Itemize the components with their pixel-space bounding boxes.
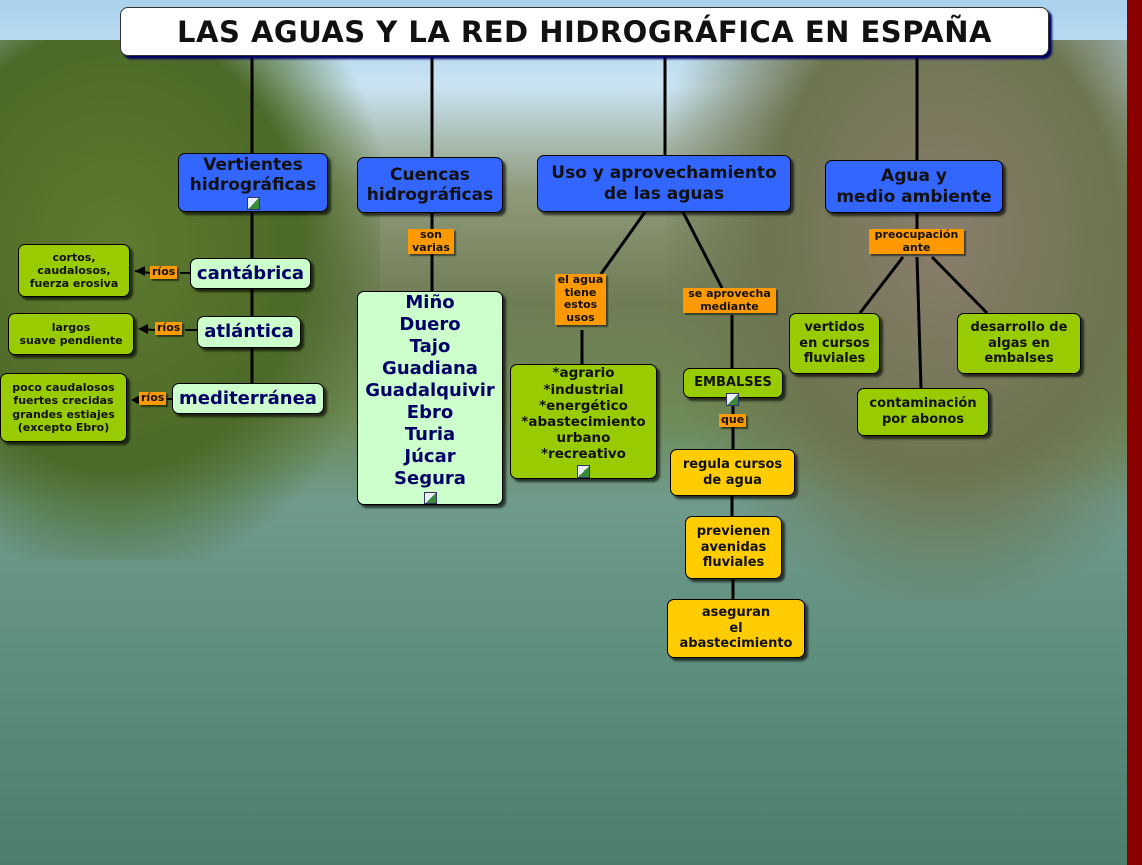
node-contaminacion[interactable]: contaminación por abonos	[857, 388, 989, 436]
node-rivers[interactable]: Miño Duero Tajo Guadiana Guadalquivir Eb…	[357, 291, 503, 505]
link-label-rios: ríos	[139, 391, 167, 405]
image-icon[interactable]	[726, 393, 739, 406]
node-label: Agua y medio ambiente	[836, 166, 992, 207]
node-label: EMBALSES	[694, 375, 772, 391]
node-atlantica-desc[interactable]: largos suave pendiente	[8, 313, 134, 355]
link-label-preocupacion: preocupación ante	[869, 228, 964, 255]
node-uso[interactable]: Uso y aprovechamiento de las aguas	[537, 155, 791, 212]
background-photo-left	[0, 40, 380, 560]
node-label: Vertientes hidrográficas	[189, 154, 317, 195]
node-label: Uso y aprovechamiento de las aguas	[551, 163, 777, 204]
link-label-rios: ríos	[155, 321, 183, 335]
node-label: Cuencas hidrográficas	[366, 164, 494, 205]
node-vertientes[interactable]: Vertientes hidrográficas	[178, 153, 328, 212]
link-label-son-varias: son varias	[408, 228, 454, 255]
image-icon[interactable]	[246, 197, 260, 211]
link-label-que: que	[719, 413, 747, 427]
link-label-aprovecha: se aprovecha mediante	[683, 287, 776, 314]
right-border-bar	[1127, 0, 1142, 865]
link-label-usos: el agua tiene estos usos	[555, 273, 606, 325]
node-previenen[interactable]: previenen avenidas fluviales	[685, 516, 782, 579]
node-medio-ambiente[interactable]: Agua y medio ambiente	[825, 160, 1003, 213]
map-title: LAS AGUAS Y LA RED HIDROGRÁFICA EN ESPAÑ…	[120, 7, 1049, 56]
usos-list: *agrario *industrial *energético *abaste…	[521, 365, 646, 463]
node-mediterranea[interactable]: mediterránea	[172, 383, 324, 414]
node-cuencas[interactable]: Cuencas hidrográficas	[357, 157, 503, 213]
node-vertidos[interactable]: vertidos en cursos fluviales	[789, 313, 880, 374]
node-regula[interactable]: regula cursos de agua	[670, 449, 795, 496]
image-icon[interactable]	[577, 464, 590, 478]
node-algas[interactable]: desarrollo de algas en embalses	[957, 313, 1081, 374]
link-label-rios: ríos	[150, 265, 178, 279]
node-atlantica[interactable]: atlántica	[197, 316, 301, 348]
node-usos[interactable]: *agrario *industrial *energético *abaste…	[510, 364, 657, 479]
image-icon[interactable]	[423, 491, 437, 504]
river-list: Miño Duero Tajo Guadiana Guadalquivir Eb…	[365, 292, 495, 489]
node-mediterranea-desc[interactable]: poco caudalosos fuertes crecidas grandes…	[0, 373, 127, 442]
node-aseguran[interactable]: aseguran el abastecimiento	[667, 599, 805, 658]
node-cantabrica[interactable]: cantábrica	[190, 258, 311, 289]
node-cantabrica-desc[interactable]: cortos, caudalosos, fuerza erosiva	[18, 244, 130, 297]
